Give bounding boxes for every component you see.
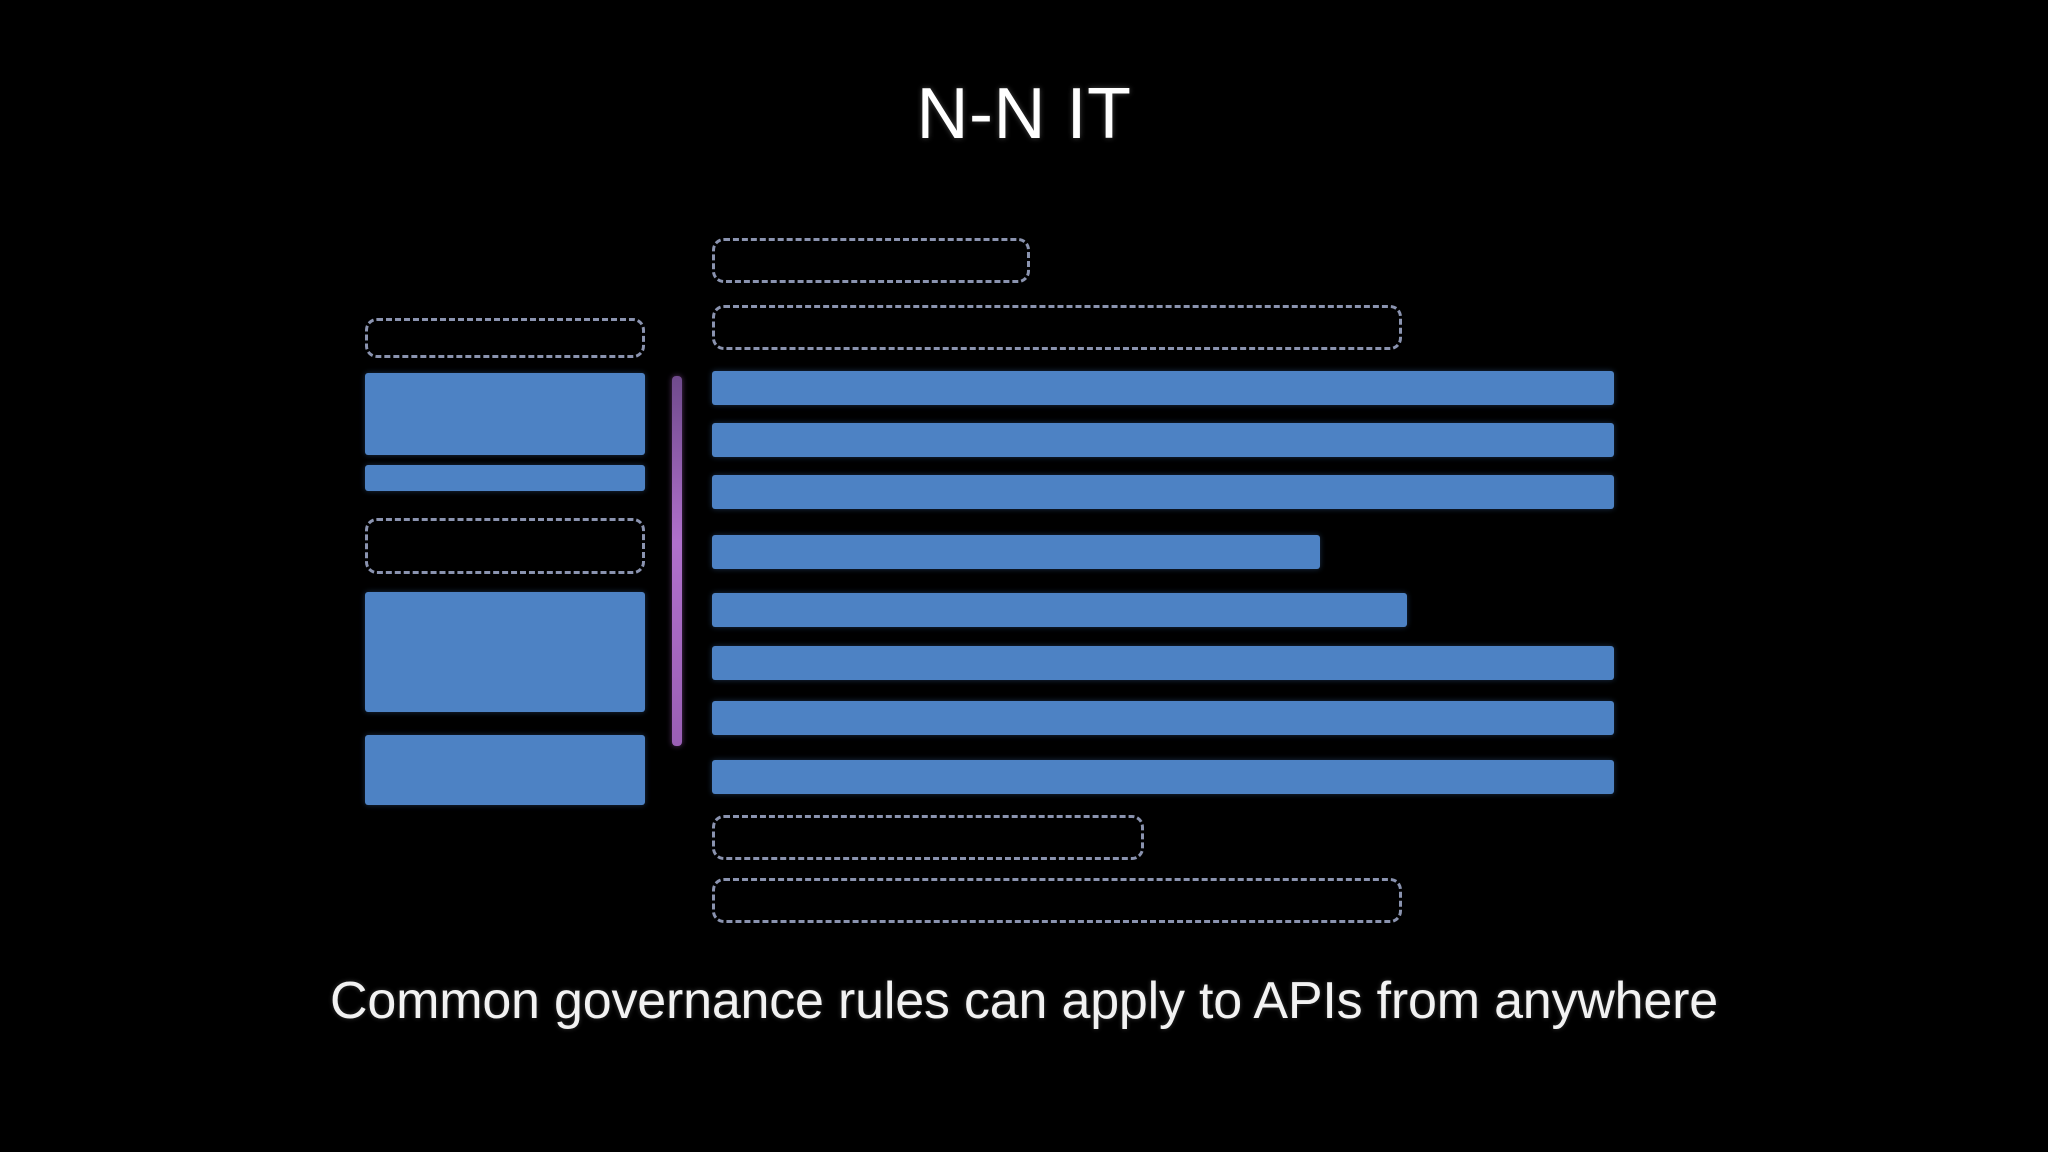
right-dashed-top-1 [712, 238, 1030, 283]
right-dashed-bottom-1 [712, 815, 1144, 860]
right-bar-5 [712, 593, 1407, 627]
right-bar-7 [712, 701, 1614, 735]
page-title: N-N IT [916, 74, 1132, 154]
right-bar-2 [712, 423, 1614, 457]
left-block-1 [365, 373, 645, 455]
left-dashed-placeholder-mid [365, 518, 645, 574]
left-bar-thin [365, 465, 645, 491]
left-dashed-placeholder-top [365, 318, 645, 358]
right-bar-8 [712, 760, 1614, 794]
right-bar-4 [712, 535, 1320, 569]
slide-caption: Common governance rules can apply to API… [330, 972, 1718, 1030]
right-bar-3 [712, 475, 1614, 509]
right-bar-1 [712, 371, 1614, 405]
right-bar-6 [712, 646, 1614, 680]
right-dashed-bottom-2 [712, 878, 1402, 923]
column-divider [672, 376, 682, 746]
left-block-3 [365, 735, 645, 805]
right-dashed-top-2 [712, 305, 1402, 350]
left-block-2 [365, 592, 645, 712]
